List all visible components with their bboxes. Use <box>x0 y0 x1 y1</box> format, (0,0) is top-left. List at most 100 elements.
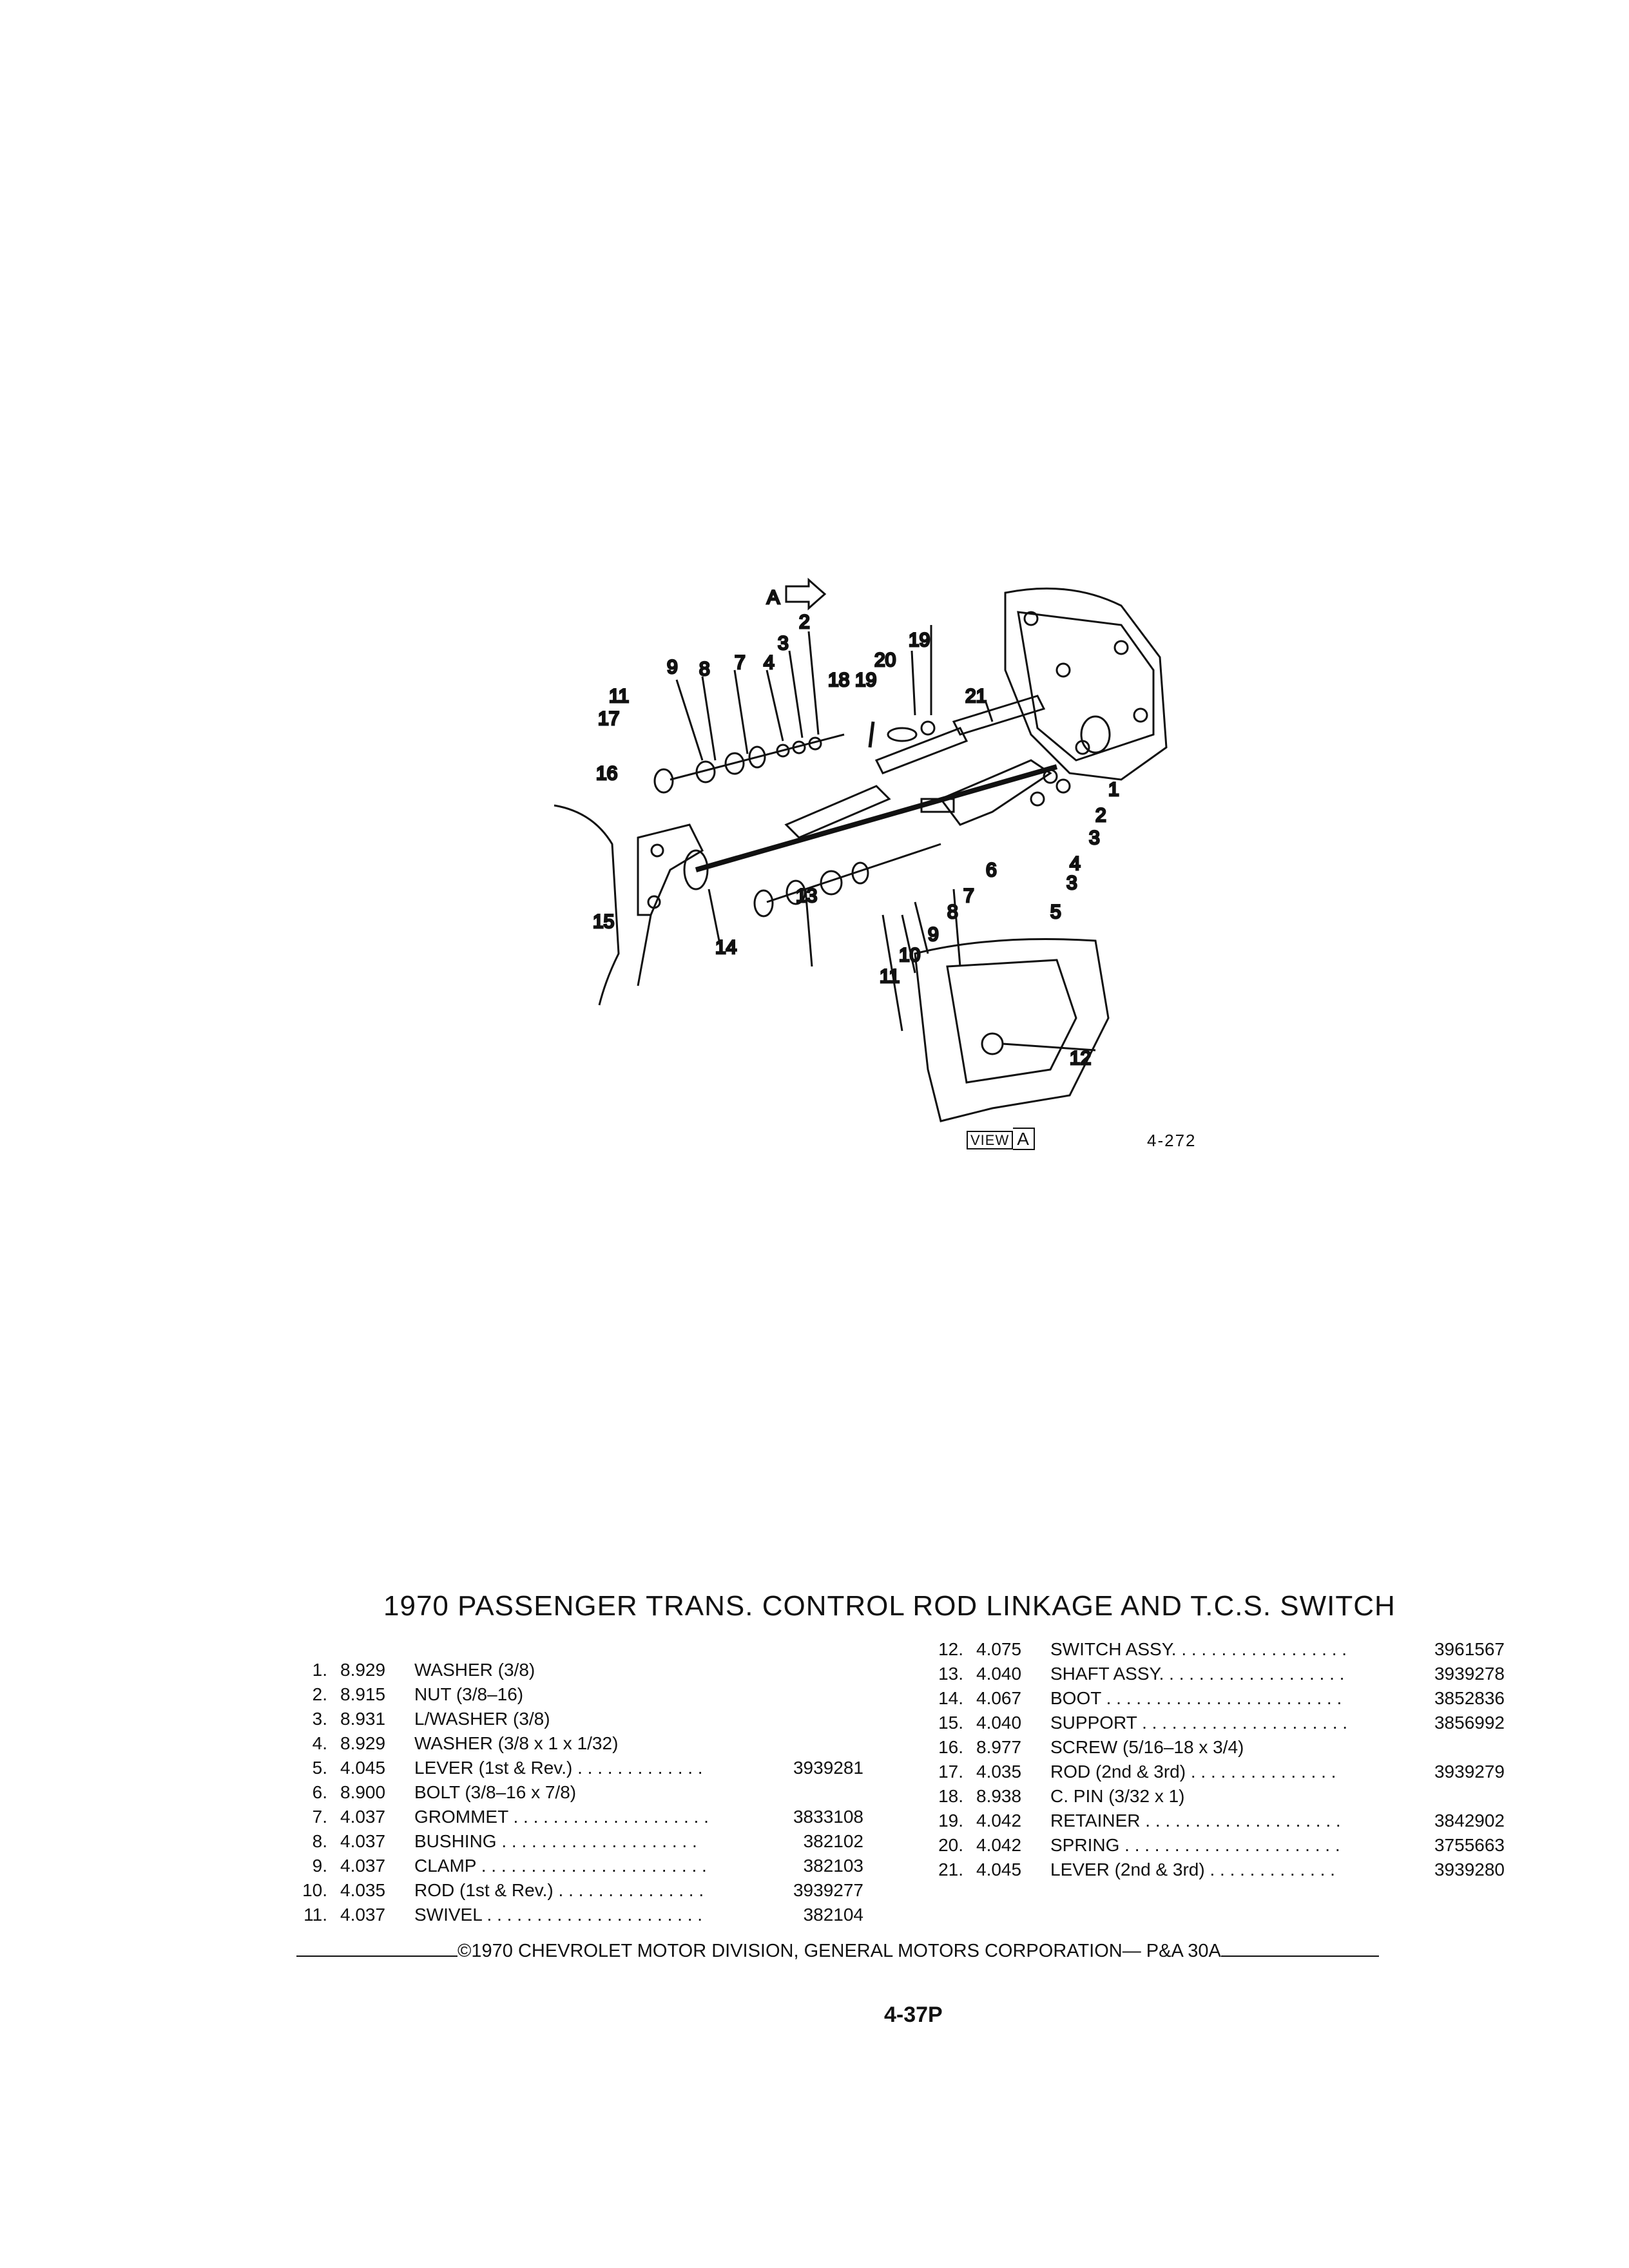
leader-line <box>914 901 929 954</box>
item-code: 4.045 <box>340 1758 386 1778</box>
leader-line <box>985 702 994 722</box>
item-description: BOOT . . . . . . . . . . . . . . . . . .… <box>1050 1688 1342 1708</box>
part-number: 3939278 <box>1434 1664 1505 1684</box>
item-number: 17. <box>938 1762 963 1782</box>
rule-left <box>296 1956 458 1957</box>
item-code: 4.037 <box>340 1831 386 1851</box>
item-code: 8.929 <box>340 1660 386 1680</box>
item-description: WASHER (3/8 x 1 x 1/32) <box>414 1733 619 1753</box>
item-code: 4.037 <box>340 1856 386 1876</box>
part-number: 3852836 <box>1434 1688 1505 1708</box>
view-a-case <box>914 938 1110 1122</box>
item-code: 8.915 <box>340 1684 386 1704</box>
spring-20 <box>887 727 918 742</box>
leader-line <box>952 889 961 967</box>
copyright-text: ©1970 CHEVROLET MOTOR DIVISION, GENERAL … <box>458 1941 1221 1961</box>
view-box-letter: A <box>1013 1128 1035 1150</box>
part-number: 3856992 <box>1434 1713 1505 1733</box>
bushing-8-lower <box>820 870 843 896</box>
callout-20: 20 <box>874 649 896 671</box>
item-number: 2. <box>312 1684 327 1704</box>
shaft-arm-upper <box>874 727 969 774</box>
page-number: 4-37P <box>884 2003 943 2027</box>
rule-right <box>1220 1956 1379 1957</box>
case-bolt <box>1113 640 1129 655</box>
item-description: RETAINER . . . . . . . . . . . . . . . .… <box>1050 1811 1341 1831</box>
callout-3-upper: 3 <box>778 633 789 654</box>
callout-15: 15 <box>593 911 614 932</box>
boot-14 <box>683 849 709 890</box>
part-number: 3842902 <box>1434 1811 1505 1831</box>
callout-3: 3 <box>1089 827 1100 849</box>
support-bracket <box>637 823 704 916</box>
support-bolt <box>647 895 661 909</box>
item-description: SCREW (5/16–18 x 3/4) <box>1050 1737 1244 1757</box>
leader-line <box>708 889 723 954</box>
lever-5 <box>939 759 1052 826</box>
callout-10: 10 <box>899 945 920 966</box>
part-number: 3961567 <box>1434 1639 1505 1659</box>
callout-9-upper: 9 <box>667 657 678 678</box>
part-number: 3939277 <box>793 1880 863 1900</box>
leader-line <box>911 650 916 716</box>
item-code: 4.035 <box>976 1762 1022 1782</box>
lever-hub <box>1080 715 1111 754</box>
item-number: 1. <box>312 1660 327 1680</box>
rod-17 <box>670 733 845 781</box>
item-code: 4.037 <box>340 1905 386 1925</box>
view-box-text: VIEW <box>967 1131 1014 1149</box>
nut-2-upper <box>808 736 822 751</box>
item-number: 8. <box>312 1831 327 1851</box>
callout-18: 18 <box>828 669 849 691</box>
item-code: 4.040 <box>976 1713 1022 1733</box>
part-number: 3939281 <box>793 1758 863 1778</box>
bushing-8-upper <box>724 752 745 775</box>
callout-6: 6 <box>986 860 997 881</box>
clamp-9-upper <box>695 760 716 783</box>
callout-9: 9 <box>928 924 939 945</box>
item-description: SPRING . . . . . . . . . . . . . . . . .… <box>1050 1835 1340 1855</box>
callout-4-upper: 4 <box>764 652 775 673</box>
item-description: SWIVEL . . . . . . . . . . . . . . . . .… <box>414 1905 703 1925</box>
copyright-line: ©1970 CHEVROLET MOTOR DIVISION, GENERAL … <box>296 1941 1521 1962</box>
washer-4-upper <box>776 744 790 758</box>
bolt-6 <box>920 798 955 813</box>
part-number: 382104 <box>803 1905 863 1925</box>
callout-16: 16 <box>596 763 617 784</box>
leader-line <box>766 669 784 742</box>
item-number: 18. <box>938 1786 963 1806</box>
callout-12-arrow <box>1002 1043 1096 1052</box>
item-code: 8.931 <box>340 1709 386 1729</box>
callout-3-lower: 3 <box>1066 872 1077 894</box>
switch-assy-12 <box>981 1032 1004 1055</box>
item-number: 4. <box>312 1733 327 1753</box>
item-number: 9. <box>312 1856 327 1876</box>
callout-13: 13 <box>796 885 817 907</box>
part-number: 382103 <box>803 1856 863 1876</box>
lwasher-3 <box>1030 791 1045 807</box>
parts-list-row: 8. 4.037 BUSHING . . . . . . . . . . . . .… <box>289 1829 901 1854</box>
item-description: LEVER (2nd & 3rd) . . . . . . . . . . . … <box>1050 1860 1335 1879</box>
item-description: BUSHING . . . . . . . . . . . . . . . . … <box>414 1831 697 1851</box>
item-code: 4.067 <box>976 1688 1022 1708</box>
callout-8-upper: 8 <box>699 658 710 680</box>
item-code: 4.045 <box>976 1860 1022 1879</box>
item-number: 13. <box>938 1664 963 1684</box>
item-description: SWITCH ASSY. . . . . . . . . . . . . . .… <box>1050 1639 1347 1659</box>
shaft-arm <box>784 785 891 839</box>
item-code: 4.042 <box>976 1811 1022 1831</box>
